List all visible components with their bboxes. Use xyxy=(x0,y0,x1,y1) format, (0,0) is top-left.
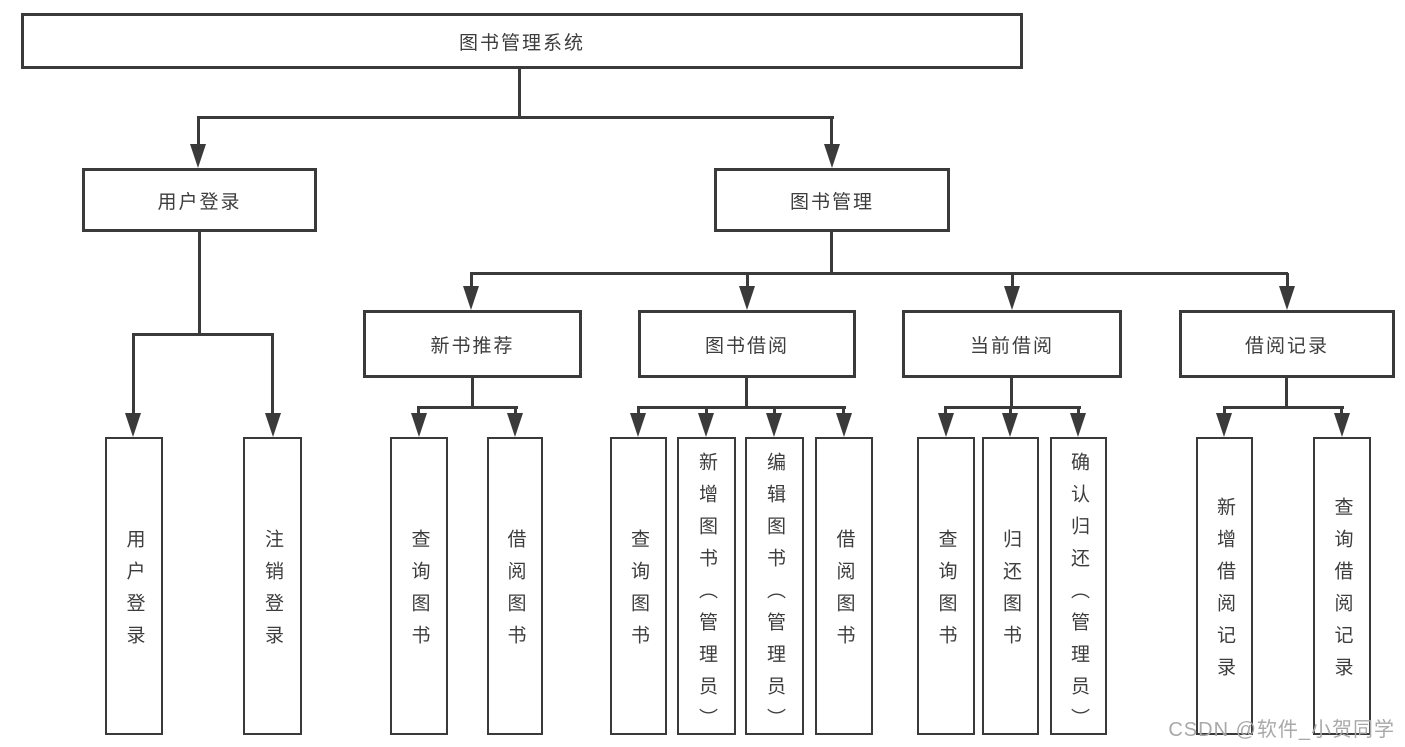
connector-line xyxy=(470,272,1288,275)
connector-line xyxy=(518,69,521,117)
connector-line xyxy=(417,406,420,415)
connector-line xyxy=(1223,406,1344,409)
arrow-down xyxy=(739,286,755,310)
connector-line xyxy=(1340,406,1343,415)
node-new-book-recommend: 新书推荐 xyxy=(363,310,582,378)
leaf-edit-books-admin: 编辑图书（管理员） xyxy=(745,437,804,740)
arrow-down xyxy=(824,144,840,168)
leaf-current-query-books: 查询图书 xyxy=(917,437,975,735)
leaf-borrow-books: 借阅图书 xyxy=(815,437,873,735)
arrow-down xyxy=(1004,286,1020,310)
leaf-confirm-return-admin: 确认归还（管理员） xyxy=(1050,437,1107,740)
connector-line xyxy=(773,406,776,415)
connector-line xyxy=(417,406,518,409)
connector-line xyxy=(1010,378,1013,408)
leaf-borrowing-query-books: 查询图书 xyxy=(610,437,667,735)
connector-line xyxy=(1285,378,1288,408)
node-root: 图书管理系统 xyxy=(21,13,1023,69)
arrow-down xyxy=(836,413,852,437)
connector-line xyxy=(705,406,708,415)
connector-line xyxy=(746,273,749,288)
arrow-down xyxy=(698,413,714,437)
leaf-query-borrow-record: 查询借阅记录 xyxy=(1313,437,1371,735)
node-book-borrowing: 图书借阅 xyxy=(638,310,856,378)
arrow-down xyxy=(1334,413,1350,437)
connector-line xyxy=(830,117,833,145)
connector-line xyxy=(271,334,274,414)
arrow-down xyxy=(411,413,427,437)
arrow-down xyxy=(1070,413,1086,437)
arrow-down xyxy=(1002,413,1018,437)
connector-line xyxy=(1011,273,1014,288)
connector-line xyxy=(1009,406,1012,415)
leaf-recommend-borrow-books: 借阅图书 xyxy=(487,437,543,735)
leaf-recommend-query-books: 查询图书 xyxy=(390,437,448,735)
leaf-add-books-admin: 新增图书（管理员） xyxy=(677,437,736,740)
connector-line xyxy=(132,333,274,336)
leaf-logout: 注销登录 xyxy=(243,437,302,735)
arrow-down xyxy=(630,413,646,437)
arrow-down xyxy=(507,413,523,437)
node-borrow-records: 借阅记录 xyxy=(1179,310,1395,378)
connector-line xyxy=(1286,273,1289,288)
connector-line xyxy=(514,406,517,415)
connector-line xyxy=(132,334,135,414)
arrow-down xyxy=(766,413,782,437)
arrow-down xyxy=(938,413,954,437)
arrow-down xyxy=(463,286,479,310)
arrow-down xyxy=(1279,286,1295,310)
connector-line xyxy=(197,117,200,145)
connector-line xyxy=(197,116,834,119)
connector-line xyxy=(745,378,748,408)
node-book-management: 图书管理 xyxy=(714,168,950,232)
arrow-down xyxy=(265,413,281,437)
connector-line xyxy=(944,406,947,415)
connector-line xyxy=(830,232,833,273)
connector-line xyxy=(198,232,201,334)
leaf-user-login: 用户登录 xyxy=(105,437,163,735)
arrow-down xyxy=(1216,413,1232,437)
connector-line xyxy=(1223,406,1226,415)
connector-line xyxy=(637,406,846,409)
connector-line xyxy=(1077,406,1080,415)
arrow-down xyxy=(125,413,141,437)
csdn-watermark: CSDN @软件_小贺同学 xyxy=(1168,719,1395,741)
connector-line xyxy=(637,406,640,415)
leaf-return-books: 归还图书 xyxy=(982,437,1039,735)
node-current-borrowing: 当前借阅 xyxy=(902,310,1122,378)
leaf-add-borrow-record: 新增借阅记录 xyxy=(1196,437,1253,735)
connector-line xyxy=(470,273,473,288)
connector-line xyxy=(471,378,474,408)
node-user-login: 用户登录 xyxy=(82,168,317,232)
arrow-down xyxy=(190,144,206,168)
connector-line xyxy=(842,406,845,415)
connector-line xyxy=(944,406,1081,409)
